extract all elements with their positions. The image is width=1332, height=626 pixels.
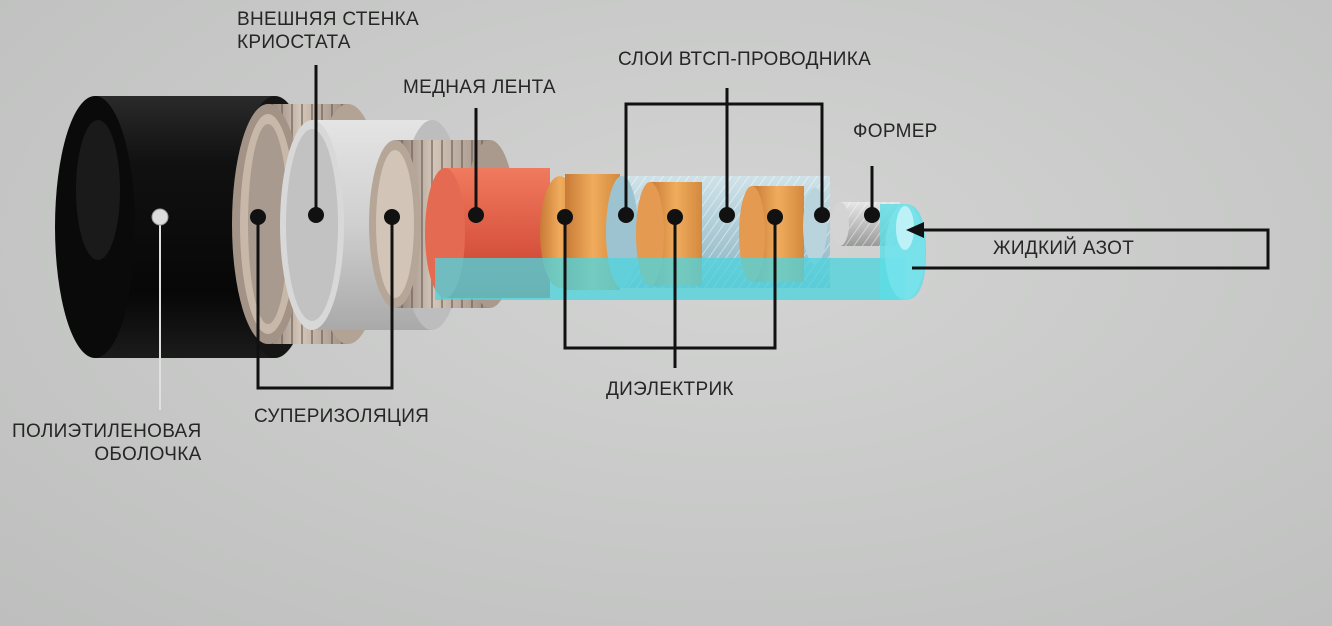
label-liquid-nitrogen: ЖИДКИЙ АЗОТ xyxy=(993,238,1135,259)
leader-lines xyxy=(159,65,874,410)
label-cryostat-outer-wall: ВНЕШНЯЯ СТЕНКА КРИОСТАТА xyxy=(237,9,419,53)
label-superinsulation: СУПЕРИЗОЛЯЦИЯ xyxy=(254,406,430,427)
callout-dots xyxy=(151,207,880,226)
label-hts-layers: СЛОИ ВТСП-ПРОВОДНИКА xyxy=(618,49,872,70)
label-dielectric: ДИЭЛЕКТРИК xyxy=(606,379,734,400)
liquid-nitrogen-arrow xyxy=(906,222,1270,270)
label-copper-tape: МЕДНАЯ ЛЕНТА xyxy=(403,77,556,98)
label-polyethylene-sheath: ПОЛИЭТИЛЕНОВАЯ ОБОЛОЧКА xyxy=(12,421,202,465)
label-former: ФОРМЕР xyxy=(853,121,938,142)
